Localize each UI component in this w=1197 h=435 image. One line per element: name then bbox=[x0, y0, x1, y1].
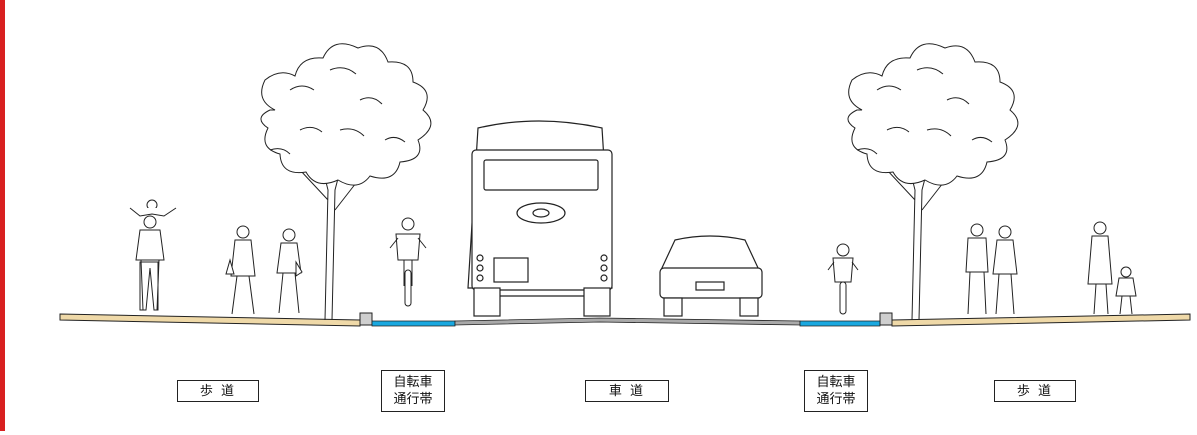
pedestrian-walking-icon bbox=[276, 228, 303, 314]
label-text-line1: 自転車 bbox=[816, 375, 856, 390]
label-text-line1: 自転車 bbox=[393, 375, 433, 390]
label-carriageway: 車 道 bbox=[585, 380, 669, 402]
bike-lane-right-surface bbox=[799, 320, 881, 327]
label-sidewalk-left: 歩 道 bbox=[177, 380, 259, 402]
road-surface bbox=[454, 317, 801, 326]
curb-right bbox=[879, 312, 893, 326]
pedestrian-couple-icon bbox=[965, 223, 1018, 315]
label-text: 車 道 bbox=[608, 383, 646, 399]
car-rear-icon bbox=[659, 235, 763, 317]
label-bike-lane-right: 自転車 通行帯 bbox=[804, 370, 868, 412]
label-text: 歩 道 bbox=[1016, 383, 1054, 399]
cyclist-icon bbox=[389, 217, 427, 307]
cyclist-icon bbox=[827, 243, 859, 315]
tree-icon bbox=[847, 43, 1019, 321]
label-bike-lane-left: 自転車 通行帯 bbox=[381, 370, 445, 412]
frame-border bbox=[0, 0, 5, 431]
label-text-line2: 通行帯 bbox=[816, 392, 856, 407]
bus-rear-icon bbox=[467, 120, 613, 317]
label-text: 歩 道 bbox=[199, 383, 237, 399]
label-sidewalk-right: 歩 道 bbox=[994, 380, 1076, 402]
curb-left bbox=[359, 312, 373, 326]
label-text-line2: 通行帯 bbox=[393, 392, 433, 407]
pedestrian-with-child-on-shoulders-icon bbox=[129, 199, 177, 311]
tree-icon bbox=[260, 43, 432, 321]
bike-lane-left-surface bbox=[371, 320, 456, 327]
sidewalk-right-surface bbox=[891, 313, 1191, 327]
sidewalk-left-surface bbox=[59, 313, 361, 327]
pedestrian-with-child-icon bbox=[1087, 221, 1137, 315]
pedestrian-walking-icon bbox=[225, 225, 256, 315]
